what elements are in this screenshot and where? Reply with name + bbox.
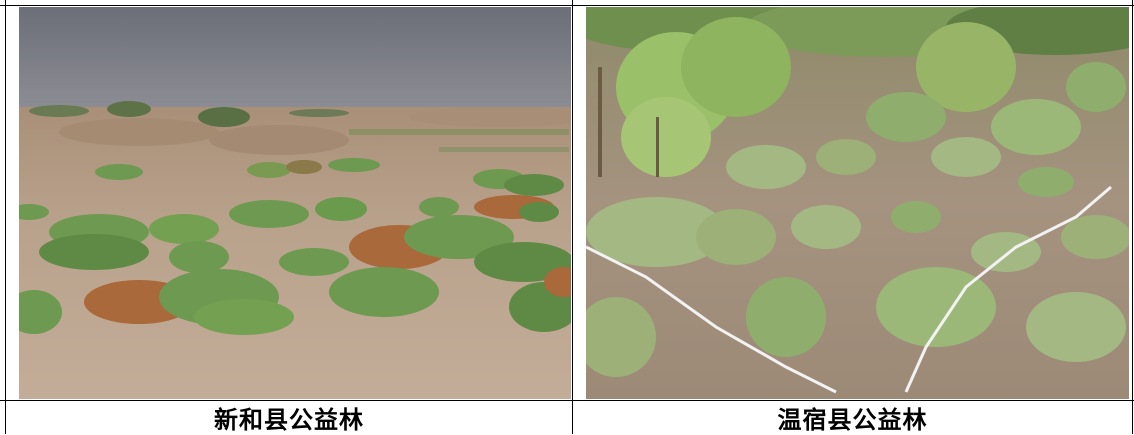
table-border-right bbox=[1132, 0, 1133, 434]
table-divider bbox=[0, 400, 1134, 401]
photo-wensu-county-forest bbox=[586, 7, 1129, 399]
table-border-top bbox=[0, 5, 1134, 6]
table-border-left bbox=[5, 0, 6, 434]
table-column-divider bbox=[572, 0, 573, 434]
caption-wensu: 温宿县公益林 bbox=[777, 405, 928, 434]
photo-xinhe-image bbox=[19, 7, 571, 399]
photo-wensu-image bbox=[586, 7, 1129, 399]
caption-xinhe: 新和县公益林 bbox=[214, 405, 364, 434]
photo-xinhe-county-forest bbox=[19, 7, 571, 399]
